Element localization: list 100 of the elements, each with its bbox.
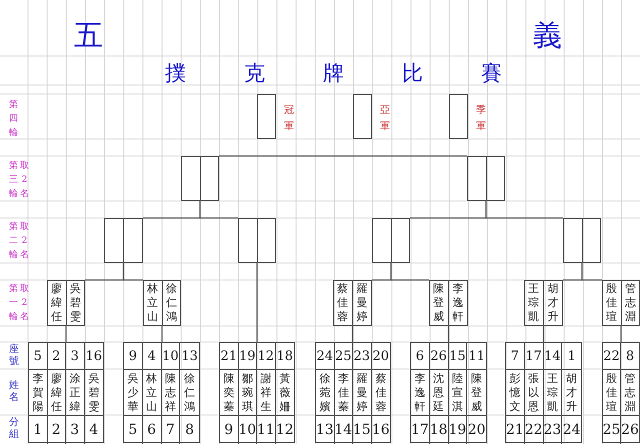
bracket-box bbox=[104, 218, 143, 263]
row-label: 分組 bbox=[9, 417, 19, 441]
group-number: 17 bbox=[411, 416, 430, 444]
player-name: 徐菀嬪 bbox=[316, 370, 334, 416]
bracket-line bbox=[352, 326, 354, 342]
player-name: 蔡佳蓉 bbox=[372, 370, 390, 416]
player-name: 羅曼婷 bbox=[353, 370, 372, 416]
player-name: 陳志祥 bbox=[162, 370, 180, 416]
player-name: 陳登威 bbox=[467, 370, 486, 416]
player-name: 吳碧雯 bbox=[84, 370, 103, 416]
round-label: 第二輪 bbox=[9, 220, 18, 262]
seat-number: 15 bbox=[448, 343, 468, 370]
group-table bbox=[315, 342, 391, 443]
bracket-line bbox=[542, 326, 544, 342]
seat-number: 20 bbox=[372, 343, 390, 370]
group-number: 14 bbox=[334, 416, 353, 444]
group-number: 2 bbox=[48, 416, 66, 444]
player-name: 管志淵 bbox=[625, 282, 636, 324]
bracket-line bbox=[219, 155, 467, 157]
group-number: 11 bbox=[257, 416, 276, 444]
player-name: 徐仁鴻 bbox=[180, 370, 199, 416]
group-number: 18 bbox=[430, 416, 448, 444]
group-number: 15 bbox=[353, 416, 372, 444]
seat-number: 17 bbox=[524, 343, 544, 370]
placing-label: 亞軍 bbox=[380, 104, 390, 134]
bracket-line bbox=[199, 201, 238, 219]
player-name: 陳奕蓁 bbox=[220, 370, 238, 416]
player-name: 管志淵 bbox=[621, 370, 639, 416]
player-name: 涂正緯 bbox=[66, 370, 84, 416]
group-number: 8 bbox=[184, 421, 196, 440]
group-number: 19 bbox=[448, 416, 468, 444]
group-number: 21 bbox=[506, 416, 525, 444]
title-character: 義 bbox=[533, 17, 562, 54]
seat-number: 5 bbox=[29, 343, 48, 370]
player-name: 殷佳瑄 bbox=[603, 370, 621, 416]
bracket-line bbox=[256, 263, 258, 342]
seat-number: 14 bbox=[544, 343, 562, 370]
player-name: 廖緯任 bbox=[48, 370, 66, 416]
player-name: 李賀陽 bbox=[29, 370, 48, 416]
player-name: 胡才升 bbox=[548, 282, 558, 324]
player-name: 羅曼婷 bbox=[356, 282, 368, 324]
group-number: 23 bbox=[544, 416, 562, 444]
bracket-box bbox=[467, 156, 505, 201]
player-name: 林立山 bbox=[147, 282, 158, 324]
seat-number: 18 bbox=[276, 343, 294, 370]
seat-number: 26 bbox=[430, 343, 448, 370]
player-name: 黃薇姍 bbox=[276, 370, 294, 416]
title-character: 五 bbox=[74, 17, 103, 54]
player-name: 吳少華 bbox=[124, 370, 143, 416]
group-number: 10 bbox=[238, 416, 257, 444]
player-name: 李逸軒 bbox=[411, 370, 430, 416]
seat-number: 3 bbox=[66, 343, 84, 370]
player-name: 吳碧雯 bbox=[70, 282, 81, 324]
bracket-box bbox=[238, 218, 276, 263]
seat-number: 8 bbox=[621, 343, 639, 370]
seat-number: 12 bbox=[257, 343, 276, 370]
player-name: 沈恩廷 bbox=[430, 370, 448, 416]
group-number: 25 bbox=[603, 416, 621, 444]
seat-number: 2 bbox=[48, 343, 66, 370]
bracket-line bbox=[448, 326, 450, 342]
title: 撲克牌比賽 bbox=[165, 60, 560, 87]
group-number: 4 bbox=[88, 421, 100, 440]
bracket-line bbox=[390, 263, 429, 281]
group-number: 26 bbox=[621, 421, 639, 440]
bracket-box bbox=[181, 156, 219, 201]
player-name: 王琮凱 bbox=[544, 370, 562, 416]
player-name: 陳登威 bbox=[433, 282, 444, 324]
seat-number: 13 bbox=[180, 343, 199, 370]
winner-box bbox=[524, 280, 563, 326]
winner-box bbox=[602, 280, 640, 326]
round-label: 取2名 bbox=[20, 160, 29, 201]
player-name: 李逸軒 bbox=[452, 282, 464, 324]
group-table bbox=[602, 342, 640, 443]
winner-box bbox=[429, 280, 468, 326]
bracket-line bbox=[485, 201, 563, 219]
seat-number: 11 bbox=[467, 343, 486, 370]
seat-number: 23 bbox=[353, 343, 372, 370]
seat-number: 25 bbox=[334, 343, 353, 370]
group-number: 5 bbox=[124, 416, 143, 444]
group-table bbox=[123, 342, 200, 443]
player-name: 廖緯任 bbox=[51, 282, 62, 324]
group-number: 9 bbox=[220, 416, 238, 444]
group-number: 13 bbox=[316, 416, 334, 444]
player-name: 王琮凱 bbox=[528, 282, 539, 324]
group-table bbox=[410, 342, 487, 443]
row-label: 姓名 bbox=[9, 380, 19, 404]
group-number: 16 bbox=[372, 421, 390, 440]
player-name: 張以恩 bbox=[524, 370, 544, 416]
player-name: 胡才升 bbox=[562, 370, 581, 416]
round-label: 取2名 bbox=[20, 282, 29, 324]
seat-number: 16 bbox=[84, 343, 103, 370]
group-number: 7 bbox=[162, 416, 180, 444]
bracket-line bbox=[581, 263, 602, 281]
bracket-line bbox=[122, 263, 143, 281]
bracket-box bbox=[563, 218, 601, 263]
seat-number: 19 bbox=[238, 343, 257, 370]
round-label: 取2名 bbox=[20, 220, 29, 262]
bracket-box bbox=[372, 218, 410, 263]
round-label: 第一輪 bbox=[9, 282, 18, 324]
player-name: 林立山 bbox=[142, 370, 162, 416]
